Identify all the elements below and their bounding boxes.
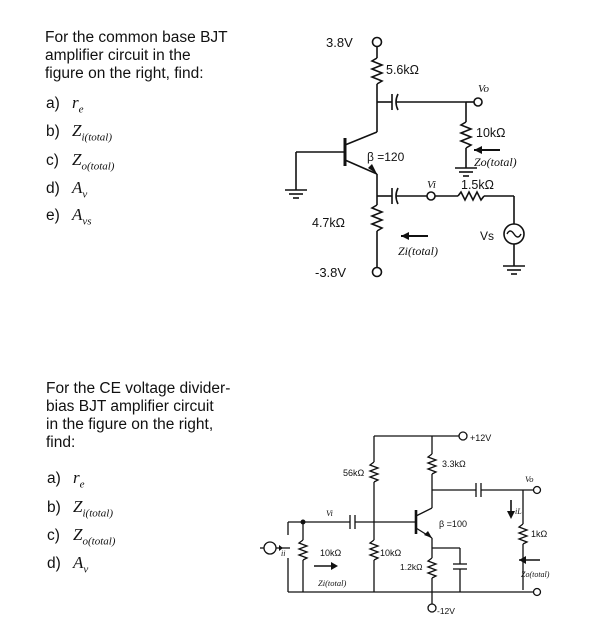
q2-item-d: d) Av bbox=[47, 554, 88, 578]
item-symbol: A bbox=[72, 178, 83, 197]
rin-resistor bbox=[297, 539, 309, 561]
vcc2-label: +12V bbox=[470, 433, 491, 443]
re-label: 4.7kΩ bbox=[312, 216, 345, 230]
q2-prompt-line: find: bbox=[46, 434, 76, 451]
rl-resistor bbox=[458, 121, 474, 149]
q1-prompt-line: figure on the right, find: bbox=[45, 65, 204, 82]
zi-label: Zi(total) bbox=[398, 244, 438, 258]
item-label: e) bbox=[46, 207, 60, 224]
item-subscript: o(total) bbox=[81, 160, 115, 173]
q2-item-c: c) Zo(total) bbox=[47, 526, 115, 550]
item-symbol: A bbox=[73, 553, 84, 572]
item-subscript: o(total) bbox=[82, 535, 116, 548]
rs-resistor bbox=[457, 190, 485, 202]
re-resistor bbox=[369, 204, 385, 232]
zi2-label: Zi(total) bbox=[318, 578, 347, 588]
q1-prompt-line: For the common base BJT bbox=[45, 29, 228, 46]
r2-label: 10kΩ bbox=[380, 548, 402, 558]
q1-prompt-line: amplifier circuit in the bbox=[45, 47, 191, 64]
zo2-label: Zo(total) bbox=[521, 570, 550, 579]
rc2-label: 3.3kΩ bbox=[442, 459, 466, 469]
vo2-terminal bbox=[532, 485, 542, 495]
source-2 bbox=[263, 541, 277, 555]
item-subscript: v bbox=[83, 563, 89, 576]
item-symbol: r bbox=[72, 93, 79, 112]
item-label: c) bbox=[47, 527, 60, 544]
q1-item-a: a) re bbox=[46, 94, 84, 118]
rc-label: 5.6kΩ bbox=[386, 63, 419, 77]
item-symbol: Z bbox=[73, 525, 83, 544]
item-subscript: v bbox=[82, 188, 88, 201]
item-symbol: Z bbox=[72, 121, 82, 140]
item-subscript: e bbox=[78, 103, 84, 116]
r1-label: 56kΩ bbox=[343, 468, 365, 478]
item-subscript: i(total) bbox=[82, 507, 114, 520]
q1-item-e: e) Avs bbox=[46, 206, 92, 230]
item-subscript: vs bbox=[82, 215, 92, 228]
item-label: d) bbox=[46, 180, 60, 197]
rl-label: 10kΩ bbox=[476, 126, 506, 140]
q2-item-b: b) Zi(total) bbox=[47, 498, 113, 522]
re2-resistor bbox=[426, 557, 438, 579]
item-label: a) bbox=[47, 470, 61, 487]
q1-prompt: For the common base BJT amplifier circui… bbox=[45, 29, 228, 83]
vee2-label: -12V bbox=[437, 606, 455, 616]
rl2-resistor bbox=[517, 523, 529, 545]
item-subscript: e bbox=[79, 478, 85, 491]
item-symbol: A bbox=[72, 205, 83, 224]
beta2-label: β =100 bbox=[439, 519, 467, 529]
vs-label: Vs bbox=[480, 229, 494, 243]
q1-item-c: c) Zo(total) bbox=[46, 151, 114, 175]
rin-label: 10kΩ bbox=[320, 548, 342, 558]
rc2-resistor bbox=[426, 453, 438, 475]
q1-item-d: d) Av bbox=[46, 179, 87, 203]
item-symbol: r bbox=[73, 468, 80, 487]
item-subscript: i(total) bbox=[81, 131, 113, 144]
q1-item-b: b) Zi(total) bbox=[46, 122, 112, 146]
ii-label: ii bbox=[281, 549, 285, 558]
r1-resistor bbox=[368, 461, 380, 483]
vee-terminal bbox=[371, 266, 383, 278]
vcc-terminal bbox=[371, 36, 383, 48]
vo2-label: Vo bbox=[525, 474, 534, 484]
vee2-terminal bbox=[427, 603, 437, 613]
r2-resistor bbox=[368, 539, 380, 561]
q2-prompt-line: For the CE voltage divider- bbox=[46, 380, 231, 397]
beta-label: β =120 bbox=[367, 150, 405, 164]
item-symbol: Z bbox=[73, 497, 83, 516]
item-symbol: Z bbox=[72, 150, 82, 169]
q2-prompt-line: in the figure on the right, bbox=[46, 416, 214, 433]
vo-label: Vo bbox=[478, 83, 490, 95]
item-label: c) bbox=[46, 152, 59, 169]
q2-prompt: For the CE voltage divider- bias BJT amp… bbox=[46, 380, 230, 452]
zo-label: Zo(total) bbox=[474, 155, 517, 169]
rc-resistor bbox=[369, 57, 385, 85]
q2-prompt-line: bias BJT amplifier circuit bbox=[46, 398, 214, 415]
il-label: iL bbox=[515, 507, 522, 516]
item-label: a) bbox=[46, 95, 60, 112]
rl2-label: 1kΩ bbox=[531, 529, 548, 539]
item-label: b) bbox=[47, 499, 61, 516]
item-label: d) bbox=[47, 555, 61, 572]
vi2-label: Vi bbox=[326, 508, 334, 518]
q2-item-a: a) re bbox=[47, 469, 85, 493]
vcc-label: 3.8V bbox=[326, 35, 353, 50]
rs-label: 1.5kΩ bbox=[461, 178, 494, 192]
vcc2-terminal bbox=[458, 431, 468, 441]
re2-label: 1.2kΩ bbox=[400, 562, 422, 572]
item-label: b) bbox=[46, 123, 60, 140]
vi-label: Vi bbox=[427, 179, 436, 191]
vee-label: -3.8V bbox=[315, 265, 346, 280]
